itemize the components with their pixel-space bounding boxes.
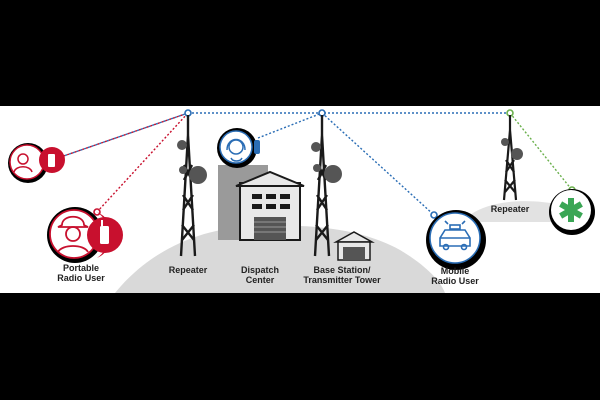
label-base-line1: Base Station/ [313,265,371,275]
firefighter-icon [17,153,29,165]
label-repeater-left-text: Repeater [168,265,208,275]
ems-unit [549,189,595,235]
label-portable-radio-user: Portable Radio User [46,263,116,283]
diagram-band: Portable Radio User Repeater Dispatch Ce… [0,106,600,293]
building-icon [218,165,305,241]
star-of-life-icon [559,198,583,222]
link-lines [51,112,573,216]
label-dispatch-line1: Dispatch [240,265,279,275]
label-mobile-line1: Mobile [440,266,470,276]
garage-icon [333,231,375,261]
police-car-icon [439,220,471,251]
label-portable-line1: Portable [62,263,99,273]
network-diagram [8,109,595,293]
tower-icon [501,115,523,201]
dispatcher-headset-icon [217,128,260,168]
portable-radio-user-2 [47,207,123,263]
tower-icon [177,115,207,257]
label-base-line2: Transmitter Tower [303,275,381,285]
link-tower-mobile [321,112,435,216]
link-portable2-repeater [96,112,189,213]
hill-right [470,201,560,222]
radio-icon [100,226,109,244]
radio-icon [48,154,55,167]
tower-icon [311,115,342,257]
node-mobile [430,211,438,219]
link-repeater-ems [509,112,573,191]
link-nodes [93,109,576,219]
label-dispatch-line2: Center [245,275,275,285]
label-mobile-radio-user: Mobile Radio User [420,266,490,286]
label-base-station: Base Station/ Transmitter Tower [296,265,388,285]
label-repeater-left: Repeater [158,265,218,275]
link-portable1-repeater-blue [51,112,189,161]
label-repeater-right-text: Repeater [490,204,530,214]
firefighter-icon [57,215,89,228]
label-dispatch-center: Dispatch Center [230,265,290,285]
label-mobile-line2: Radio User [431,276,479,286]
label-portable-line2: Radio User [57,273,105,283]
link-dispatch-tower [257,112,323,139]
label-repeater-right: Repeater [482,204,538,214]
mobile-radio-user [426,210,486,270]
portable-radio-user-1 [8,143,65,183]
